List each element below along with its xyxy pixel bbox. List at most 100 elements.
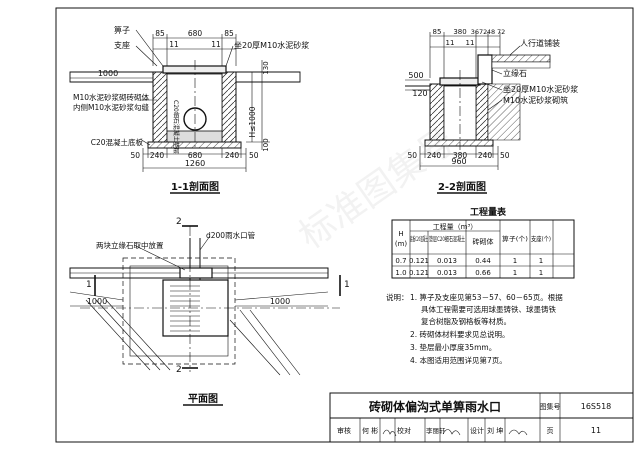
plan-mark-2-bottom: 2 — [176, 365, 182, 375]
title-block — [329, 392, 634, 443]
note-line-2: 具体工程需要可选用球墨铸铁、球墨铸铁 — [421, 304, 556, 314]
atlas-label: 图集号 — [540, 402, 561, 411]
s22-dim-120: 120 — [412, 89, 427, 98]
s11-grate-label: 箅子 — [114, 25, 130, 35]
s22-dim-72: 72 — [497, 28, 505, 36]
qt-row1-h: 1.0 — [395, 269, 406, 277]
qt-row0-grate: 1 — [513, 257, 517, 265]
s22-dim-240b: 240 — [478, 151, 493, 160]
s11-dim-11b: 11 — [211, 40, 221, 49]
qt-row0-cushion: 0.013 — [437, 257, 457, 265]
s11-dim-85: 85 — [155, 29, 165, 38]
s22-curb-label: 立缘石 — [503, 68, 527, 78]
plan-dim-left-1000: 1000 — [87, 297, 107, 306]
qt-row-1: 1.0 0.121 0.013 0.66 1 1 — [395, 269, 543, 277]
qt-row1-brick: 0.66 — [475, 269, 491, 277]
s11-dim-100: 100 — [262, 138, 270, 151]
right-brick-wall — [221, 71, 237, 143]
s22-dim-50b: 50 — [500, 151, 510, 160]
grate-shape — [162, 65, 227, 74]
drawing-title: 砖砌体偏沟式单箅雨水口 — [369, 399, 501, 414]
qt-row1-base: 0.121 — [409, 269, 429, 277]
s11-seat-label: 支座 — [114, 40, 130, 50]
qt-row1-seat: 1 — [539, 269, 543, 277]
note-line-3: 复合树脂及钢格板等材质。 — [421, 316, 511, 326]
plan-view — [69, 225, 341, 376]
review-name: 何 彬 — [362, 426, 378, 435]
atlas-no: 16S518 — [581, 402, 612, 411]
qt-row0-base: 0.121 — [409, 257, 429, 265]
section-2-2-title: 2-2剖面图 — [438, 180, 486, 193]
note-line-1: 1. 箅子及支座见第53－57、60－65页。根据 — [410, 292, 563, 302]
qt-header-h: H — [398, 230, 403, 238]
s11-masonry-label: M10水泥砂浆砌砖砌体 — [73, 92, 150, 102]
design-name: 刘 坤 — [487, 426, 503, 435]
section-2-2 — [405, 32, 551, 170]
s22-dim-85: 85 — [433, 28, 442, 36]
s11-dim-50a: 50 — [130, 151, 140, 160]
s11-dim-240b: 240 — [225, 151, 240, 160]
page-label: 页 — [547, 427, 554, 435]
s11-dim-1260: 1260 — [185, 159, 205, 168]
plan-curb-label: 两块立缘石取中放置 — [96, 240, 164, 250]
page-no: 11 — [591, 426, 601, 435]
s22-dim-50a: 50 — [407, 151, 417, 160]
plan-mark-2-top: 2 — [176, 217, 182, 227]
s11-dim-11: 11 — [169, 40, 179, 49]
qt-row1-grate: 1 — [513, 269, 517, 277]
s22-mortar-label: 坐20厚M10水泥砂浆 — [503, 84, 578, 94]
qt-row1-cushion: 0.013 — [437, 269, 457, 277]
s22-dim-48: 48 — [487, 28, 495, 36]
s22-right-wall — [475, 83, 489, 141]
s11-dim-1000: 1000 — [98, 69, 118, 78]
qt-row0-brick: 0.44 — [475, 257, 491, 265]
design-label: 设计 — [470, 426, 484, 435]
signature-design-mark — [508, 429, 528, 436]
left-brick-wall — [152, 71, 168, 143]
s22-pavement-label: 人行道铺装 — [520, 38, 560, 48]
qt-header-seat: 支座(个) — [531, 234, 551, 243]
s11-dim-680: 680 — [188, 29, 203, 38]
plan-pipe-label: d200雨水口管 — [206, 230, 256, 240]
plan-grate-bars — [170, 285, 200, 332]
base-slab-shape — [147, 141, 242, 149]
qt-header-h-unit: (m) — [395, 240, 408, 248]
plan-mark-1-left: 1 — [86, 280, 92, 290]
qt-row0-h: 0.7 — [395, 257, 406, 265]
s22-dim-11: 11 — [446, 39, 455, 47]
quantity-table — [391, 219, 575, 279]
s22-dim-3672: 3672 — [471, 28, 488, 36]
notes-heading: 说明： — [386, 292, 409, 302]
note-line-4: 2. 砖砌体材料要求见总说明。 — [410, 329, 510, 339]
qt-header-brick: 砖砌体 — [473, 237, 494, 246]
note-line-5: 3. 垫层最小厚度35mm。 — [410, 342, 496, 352]
s22-masonry-label: M10水泥砂浆砌筑 — [503, 95, 568, 105]
signature-review-mark — [382, 429, 397, 437]
qt-header-base: 底板C20混凝土 — [410, 234, 428, 243]
s22-sidewalk — [491, 54, 551, 63]
s11-baseslab-label: C20混凝土底板 — [91, 137, 144, 147]
review-label: 审核 — [337, 426, 351, 435]
note-line-6: 4. 本图适用范围详见第7页。 — [410, 355, 507, 365]
qt-header-grate: 箅子(个) — [502, 234, 528, 243]
s22-dim-500: 500 — [408, 71, 423, 80]
s22-dim-11b: 11 — [466, 39, 475, 47]
check-name: 李丽轩 — [426, 426, 446, 435]
quantity-table-title: 工程量表 — [470, 206, 507, 218]
s11-mortar-label: 坐20厚M10水泥砂浆 — [234, 40, 309, 50]
s11-dim-130: 130 — [262, 61, 270, 74]
s22-dim-380b: 380 — [453, 151, 468, 160]
signature-check-mark — [442, 429, 461, 436]
qt-row0-seat: 1 — [539, 257, 543, 265]
plan-dim-right-1000: 1000 — [270, 297, 290, 306]
check-label: 校对 — [397, 426, 411, 435]
s22-curb-stone — [477, 54, 493, 85]
qt-header-cushion: 垫层C20细石混凝土 — [429, 234, 465, 243]
plan-title: 平面图 — [188, 393, 218, 405]
section-1-1 — [69, 29, 301, 172]
s11-dim-50b: 50 — [249, 151, 259, 160]
s22-dim-240a: 240 — [427, 151, 442, 160]
s11-dim-680b: 680 — [188, 151, 203, 160]
s11-dim-85b: 85 — [224, 29, 234, 38]
